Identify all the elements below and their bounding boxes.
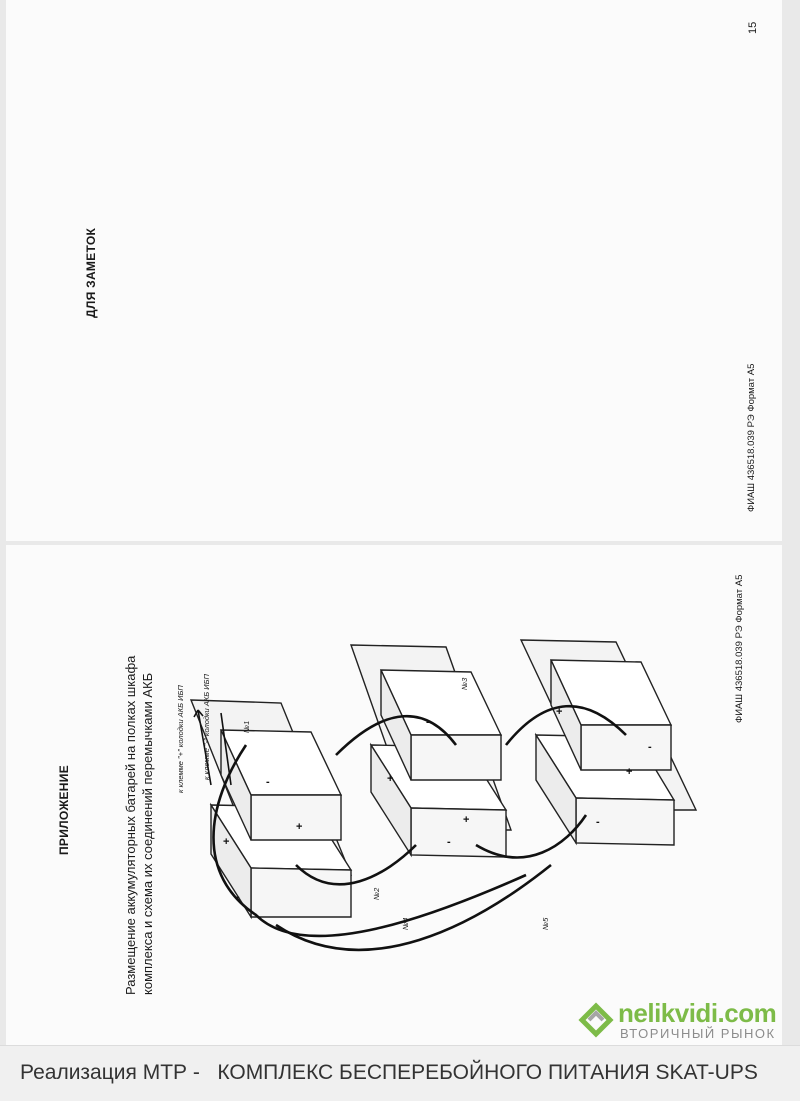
plus-terminal-label: к клемме "+" колодки АКБ ИБП	[176, 685, 185, 793]
shelf-2	[350, 644, 512, 858]
notes-page: ДЛЯ ЗАМЕТОК ФИАШ 436518.039 РЭ Формат А5…	[6, 0, 782, 541]
jumper-label-5: №5	[541, 917, 550, 930]
ups-leads	[193, 709, 232, 786]
svg-text:-: -	[426, 716, 430, 728]
page-number: 15	[747, 21, 759, 34]
svg-text:+: +	[556, 706, 562, 718]
svg-text:+: +	[387, 773, 393, 785]
battery-wiring-diagram: + + - - + + - - + + - -	[189, 639, 698, 952]
notes-heading: ДЛЯ ЗАМЕТОК	[84, 227, 98, 318]
jumper-wires	[212, 704, 627, 952]
svg-text:-: -	[447, 836, 451, 848]
listing-caption: Реализация МТР - КОМПЛЕКС БЕСПЕРЕБОЙНОГО…	[20, 1061, 758, 1084]
jumper-label-3: №3	[460, 677, 469, 690]
logo-mark-icon	[578, 1002, 614, 1038]
svg-text:-: -	[236, 891, 240, 903]
svg-text:-: -	[648, 741, 652, 753]
svg-text:+: +	[296, 821, 302, 833]
shelf-1	[189, 699, 353, 920]
watermark-logo: nelikvidi.com ВТОРИЧНЫЙ РЫНОК	[578, 998, 788, 1044]
svg-text:+: +	[463, 814, 469, 826]
jumper-label-1: №1	[242, 720, 251, 733]
svg-text:+: +	[223, 836, 229, 848]
notes-doc-code: ФИАШ 436518.039 РЭ Формат А5	[746, 363, 757, 512]
svg-text:+: +	[626, 766, 632, 778]
jumper-label-2: №2	[372, 887, 381, 900]
watermark-name: nelikvidi.com	[618, 998, 777, 1028]
scanned-document: ДЛЯ ЗАМЕТОК ФИАШ 436518.039 РЭ Формат А5…	[0, 0, 800, 1045]
caption-bar: Реализация МТР - КОМПЛЕКС БЕСПЕРЕБОЙНОГО…	[0, 1045, 800, 1101]
watermark-tagline: ВТОРИЧНЫЙ РЫНОК	[620, 1026, 776, 1041]
svg-text:-: -	[266, 776, 270, 788]
polarity-marks: + + - - + + - - + + - -	[223, 706, 652, 903]
minus-terminal-label: к клемме "-" колодки АКБ ИБП	[202, 674, 211, 780]
svg-text:-: -	[596, 816, 600, 828]
appendix-page: ПРИЛОЖЕНИЕ Размещение аккумуляторных бат…	[6, 545, 782, 1045]
shelf-3	[519, 639, 698, 846]
jumper-label-4: №4	[401, 917, 410, 930]
